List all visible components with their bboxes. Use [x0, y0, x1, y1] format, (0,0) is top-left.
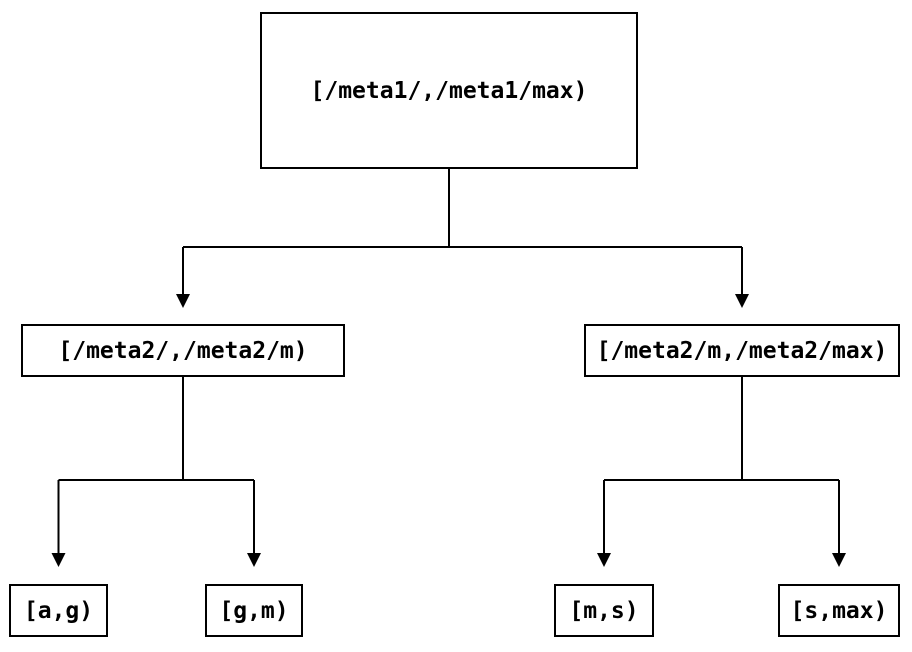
node-leaf-ag-label: [a,g)	[23, 597, 94, 624]
arrowhead-leaf-smax	[832, 553, 846, 567]
node-leaf-smax-label: [s,max)	[790, 597, 888, 624]
node-left-child-label: [/meta2/,/meta2/m)	[58, 337, 308, 364]
node-right-child-label: [/meta2/m,/meta2/max)	[596, 337, 888, 364]
node-leaf-gm: [g,m)	[205, 584, 303, 637]
arrowhead-leaf-gm	[247, 553, 261, 567]
arrowhead-leaf-ag	[51, 553, 66, 567]
node-leaf-gm-label: [g,m)	[219, 597, 289, 624]
node-leaf-ms: [m,s)	[554, 584, 654, 637]
node-right-child: [/meta2/m,/meta2/max)	[584, 324, 900, 377]
node-left-child: [/meta2/,/meta2/m)	[21, 324, 345, 377]
node-root-label: [/meta1/,/meta1/max)	[310, 77, 588, 104]
arrowhead-right-child	[735, 294, 749, 308]
node-leaf-ms-label: [m,s)	[569, 597, 639, 624]
node-leaf-smax: [s,max)	[778, 584, 900, 637]
arrowhead-leaf-ms	[597, 553, 611, 567]
node-leaf-ag: [a,g)	[9, 584, 108, 637]
node-root: [/meta1/,/meta1/max)	[260, 12, 638, 169]
arrowhead-left-child	[176, 294, 190, 308]
